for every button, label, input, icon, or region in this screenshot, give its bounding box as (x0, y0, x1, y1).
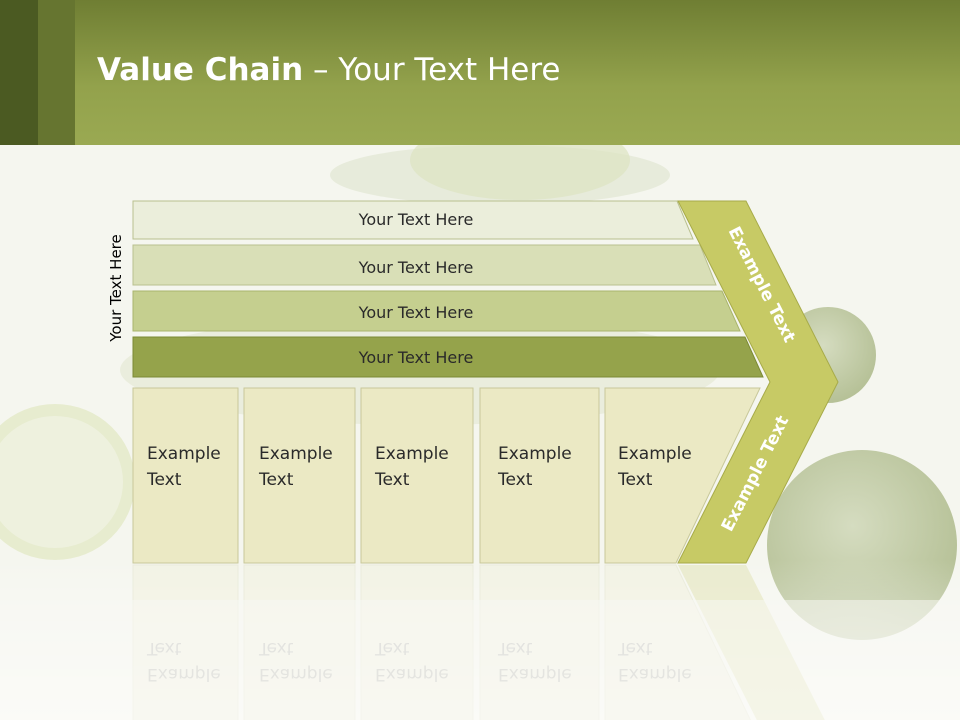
side-label: Your Text Here (107, 234, 125, 342)
column-5 (604, 387, 761, 564)
column-4-line-2: Text (497, 470, 533, 490)
column-4 (479, 387, 600, 564)
column-5-line-2: Text (617, 470, 653, 490)
column-1-line-1: Example (147, 444, 221, 464)
header-accent-dark (0, 0, 38, 145)
column-1-line-2: Text (146, 470, 182, 490)
bar-2 (132, 244, 717, 286)
column-2-line-1: Example (259, 444, 333, 464)
title-bold: Value Chain (97, 52, 304, 88)
slide-title: Value Chain – Your Text Here (97, 52, 560, 88)
bar-3 (132, 290, 741, 332)
column-2 (243, 387, 356, 564)
header-accent (38, 0, 75, 145)
chevron-arrow (677, 200, 839, 564)
column-5-line-1: Example (618, 444, 692, 464)
column-3-line-1: Example (375, 444, 449, 464)
bar-1-label: Your Text Here (358, 210, 474, 229)
header-band: Value Chain – Your Text Here (0, 0, 960, 145)
column-1 (132, 387, 239, 564)
bar-4 (132, 336, 764, 378)
column-3 (360, 387, 474, 564)
column-3-line-2: Text (374, 470, 410, 490)
reflection-fade (0, 600, 960, 720)
bar-3-label: Your Text Here (358, 303, 474, 322)
title-rest: – Your Text Here (303, 52, 561, 88)
column-2-line-2: Text (258, 470, 294, 490)
bar-2-label: Your Text Here (358, 258, 474, 277)
bar-1 (132, 200, 694, 240)
bar-4-label: Your Text Here (358, 348, 474, 367)
column-4-line-1: Example (498, 444, 572, 464)
